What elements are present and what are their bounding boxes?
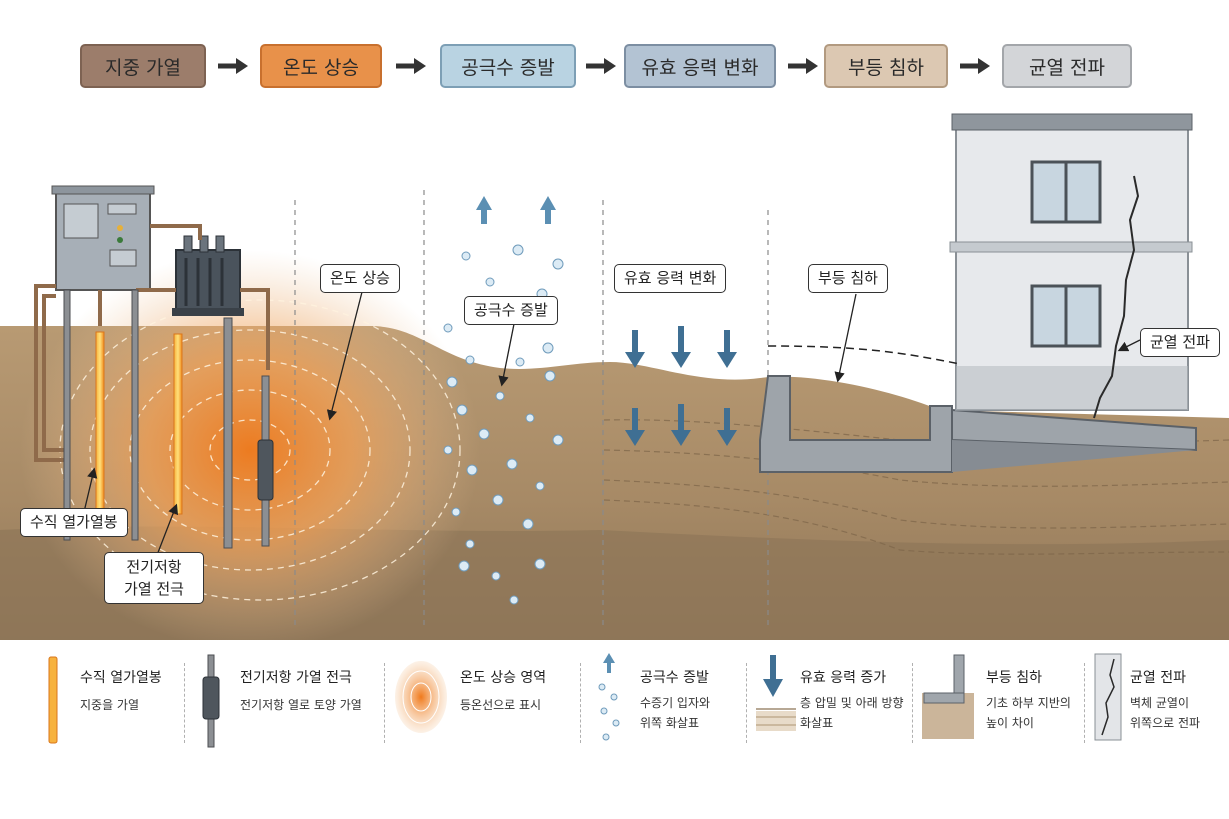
cable-pipes [34, 224, 270, 462]
down-arrow-icon [756, 655, 796, 731]
flow-arrow-icon [396, 58, 426, 74]
flow-step-label: 유효 응력 변화 [641, 56, 759, 79]
callout-settlement: 부등 침하 [808, 264, 888, 293]
legend-desc: 지중을 가열 [80, 698, 140, 712]
flow-arrow-icon [586, 58, 616, 74]
heat-zone [20, 250, 480, 640]
isotherm-icon [395, 661, 447, 733]
footing-icon [922, 654, 974, 739]
heating-rods [63, 289, 274, 549]
callout-vertical-rod: 수직 열가열봉 [20, 508, 128, 537]
flow-step-temp-rise: 온도 상승 [260, 44, 382, 88]
legend: 수직 열가열봉 지중을 가열 전기저항 가열 전극 전기저항 열로 토양 가열 … [0, 645, 1229, 819]
flow-step-effective-stress: 유효 응력 변화 [624, 44, 776, 88]
flow-step-label: 공극수 증발 [461, 56, 555, 79]
control-cabinet [51, 185, 155, 291]
callout-crack: 균열 전파 [1140, 328, 1220, 357]
crack-icon [1094, 653, 1122, 741]
legend-desc: 층 압밀 및 아래 방향 화살표 [800, 696, 904, 730]
vapor-particles [443, 244, 564, 605]
flow-step-ground-heating: 지중 가열 [80, 44, 206, 88]
legend-title: 공극수 증발 [640, 670, 709, 686]
callout-electrode: 전기저항 가열 전극 [104, 552, 204, 604]
wall-crack [1093, 175, 1140, 419]
flow-arrow-icon [218, 58, 248, 74]
stress-down-arrows [625, 326, 737, 446]
settlement-reference-line [767, 345, 961, 365]
legend-desc: 등온선으로 표시 [460, 698, 542, 712]
callout-effective-stress: 유효 응력 변화 [614, 264, 727, 293]
flow-arrow-icon [960, 58, 990, 74]
electrode-icon [202, 654, 220, 748]
legend-desc: 벽체 균열이 위쪽으로 전파 [1130, 696, 1201, 730]
heating-rod-icon [48, 656, 58, 744]
legend-desc: 기초 하부 지반의 높이 차이 [986, 696, 1071, 730]
transformer [172, 235, 244, 316]
process-flow: 지중 가열 온도 상승 공극수 증발 유효 응력 변화 부등 침하 균열 전파 [0, 44, 1229, 92]
flow-step-differential-settlement: 부등 침하 [824, 44, 948, 88]
vapor-up-arrows [476, 196, 556, 224]
ground-cross-section [0, 113, 1229, 640]
legend-desc: 수증기 입자와 위쪽 화살표 [640, 696, 711, 730]
flow-step-label: 온도 상승 [283, 56, 359, 79]
flow-step-evaporation: 공극수 증발 [440, 44, 576, 88]
legend-title: 전기저항 가열 전극 [240, 670, 352, 686]
callout-leaders [83, 291, 1141, 569]
legend-desc: 전기저항 열로 토양 가열 [240, 698, 362, 712]
flow-step-crack-propagation: 균열 전파 [1002, 44, 1132, 88]
vapor-icon [598, 653, 620, 741]
foundation [759, 375, 1197, 473]
flow-arrow-icon [788, 58, 818, 74]
legend-title: 균열 전파 [1130, 670, 1186, 686]
callout-evaporation: 공극수 증발 [464, 296, 558, 325]
callout-temp-rise: 온도 상승 [320, 264, 400, 293]
legend-title: 온도 상승 영역 [460, 670, 547, 686]
flow-step-label: 부등 침하 [848, 56, 924, 79]
flow-step-label: 지중 가열 [105, 56, 181, 79]
legend-title: 부등 침하 [986, 670, 1042, 686]
building [949, 113, 1193, 419]
legend-title: 수직 열가열봉 [80, 670, 162, 686]
flow-step-label: 균열 전파 [1029, 56, 1105, 79]
legend-title: 유효 응력 증가 [800, 670, 887, 686]
